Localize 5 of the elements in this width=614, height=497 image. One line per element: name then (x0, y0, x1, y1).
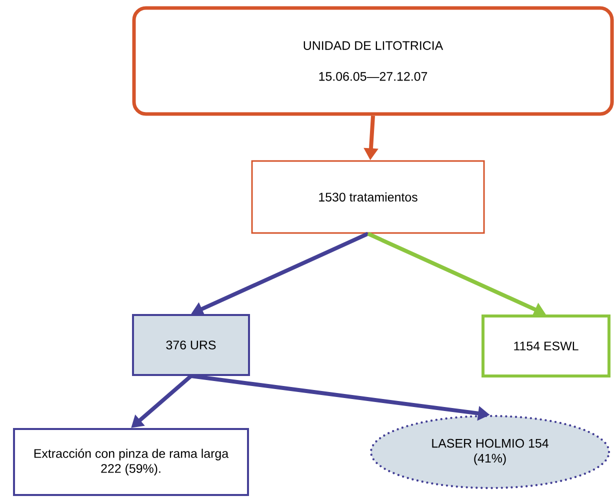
process-box: Extracción con pinza de rama larga 222 (59%). (13, 428, 249, 496)
process-box: 1154 ESWL (482, 314, 610, 378)
process-box: 1530 tratamientos (251, 160, 485, 234)
process-box: 376 URS (132, 314, 250, 376)
title-box: UNIDAD DE LITOTRICIA 15.06.05—27.12.07 (132, 6, 614, 116)
